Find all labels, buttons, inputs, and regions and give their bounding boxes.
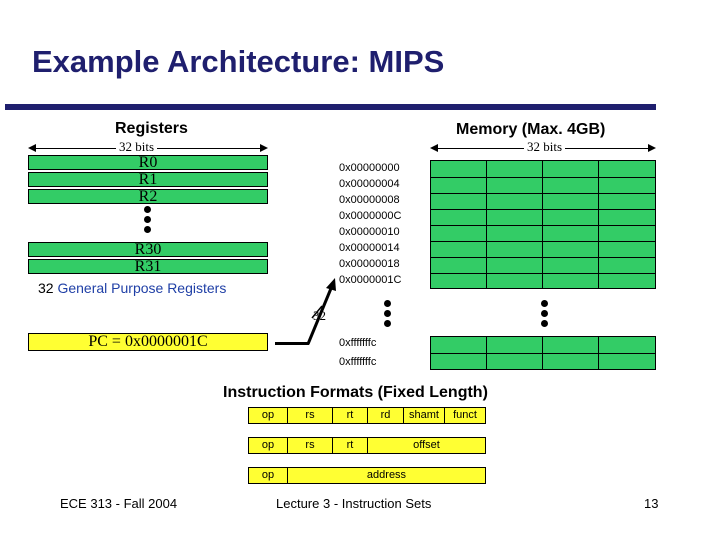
- pc-bus-diagonal: [298, 278, 338, 348]
- field-address: address: [366, 469, 407, 481]
- j-type-format: op address: [248, 467, 486, 484]
- field-rd: rd: [380, 409, 391, 421]
- field-funct: funct: [453, 409, 477, 421]
- register-r2: R2: [28, 189, 268, 205]
- register-r31: R31: [28, 259, 268, 275]
- register-r0: R0: [28, 155, 268, 171]
- memory-address: 0x0000000C: [339, 210, 402, 222]
- memory-address: 0xfffffffc: [339, 337, 377, 349]
- memory-address: 0x00000004: [339, 178, 400, 190]
- registers-count: 32: [38, 280, 54, 296]
- field-rs: rs: [305, 439, 315, 451]
- pc-bus-width-label: 32: [313, 308, 326, 323]
- memory-block-bottom: [430, 336, 656, 370]
- memory-block-top: [430, 160, 656, 289]
- field-op: op: [261, 469, 275, 481]
- register-r1: R1: [28, 172, 268, 188]
- registers-bits-label: 32 bits: [116, 139, 158, 155]
- memory-address: 0x00000008: [339, 194, 400, 206]
- footer-page-number: 13: [644, 496, 659, 511]
- program-counter: PC = 0x0000001C: [28, 333, 268, 351]
- field-rs: rs: [305, 409, 315, 421]
- register-r30: R30: [28, 242, 268, 258]
- registers-width-arrow: 32 bits: [28, 139, 268, 155]
- footer-course: ECE 313 - Fall 2004: [60, 496, 178, 511]
- footer-lecture: Lecture 3 - Instruction Sets: [276, 496, 432, 511]
- registers-caption: 32 General Purpose Registers: [38, 280, 226, 296]
- pc-bus-horizontal: [275, 342, 309, 345]
- registers-header: Registers: [115, 120, 188, 137]
- title-rule: [5, 104, 656, 110]
- slide-title: Example Architecture: MIPS: [32, 44, 445, 79]
- memory-header: Memory (Max. 4GB): [456, 121, 606, 138]
- field-op: op: [261, 409, 275, 421]
- register-ellipsis: [143, 206, 153, 236]
- memory-ellipsis: [540, 300, 550, 328]
- field-op: op: [261, 439, 275, 451]
- memory-address: 0xfffffffc: [339, 356, 377, 368]
- memory-address: 0x0000001C: [339, 274, 402, 286]
- registers-caption-text: General Purpose Registers: [57, 280, 227, 296]
- memory-width-arrow: 32 bits: [430, 139, 656, 155]
- memory-address: 0x00000014: [339, 242, 400, 254]
- field-shamt: shamt: [409, 409, 439, 421]
- field-offset: offset: [413, 439, 440, 451]
- i-type-format: op rs rt offset: [248, 437, 486, 454]
- address-ellipsis: [383, 300, 393, 328]
- memory-bits-label: 32 bits: [524, 139, 566, 155]
- memory-address: 0x00000000: [339, 162, 400, 174]
- memory-address: 0x00000018: [339, 258, 400, 270]
- field-rt: rt: [346, 439, 354, 451]
- field-rt: rt: [346, 409, 354, 421]
- r-type-format: op rs rt rd shamt funct: [248, 407, 486, 424]
- instruction-formats-title: Instruction Formats (Fixed Length): [223, 384, 488, 401]
- memory-address: 0x00000010: [339, 226, 400, 238]
